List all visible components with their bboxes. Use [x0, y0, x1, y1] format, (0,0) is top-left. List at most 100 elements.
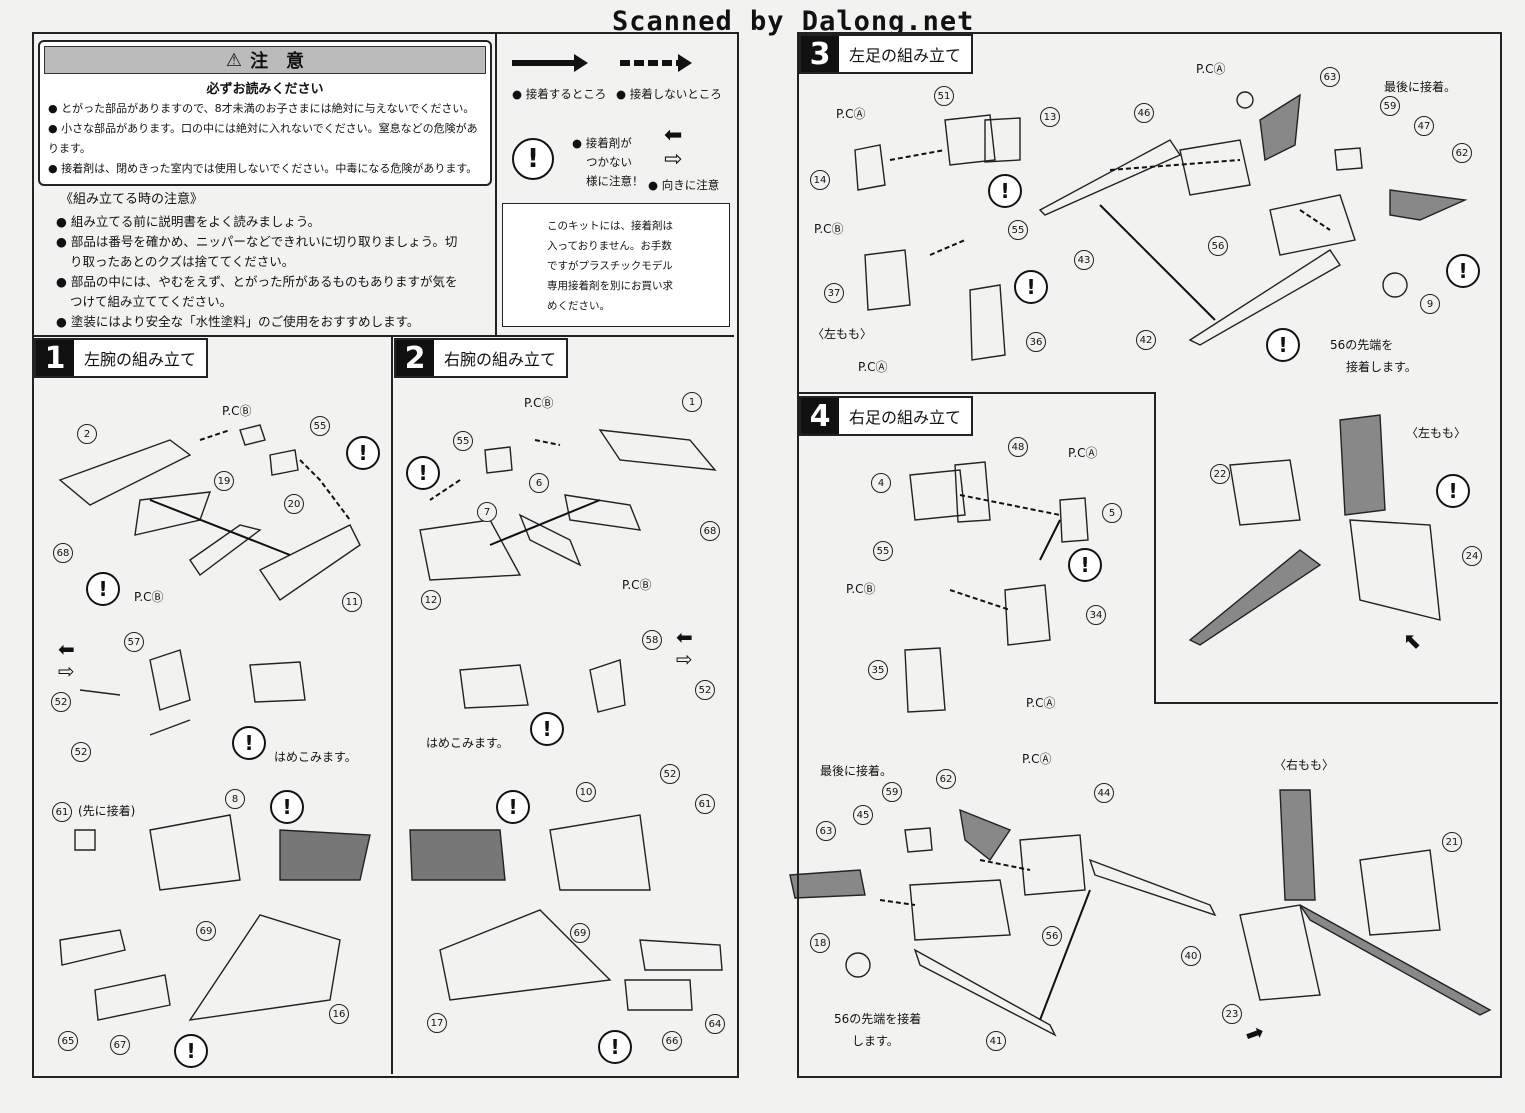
- part-number: 43: [1074, 250, 1094, 270]
- section-2-header: 2 右腕の組み立て: [394, 338, 569, 378]
- thigh-label: 〈右もも〉: [1274, 758, 1335, 772]
- part-number: 24: [1462, 546, 1482, 566]
- part-number: 20: [284, 494, 304, 514]
- part-number: 10: [576, 782, 596, 802]
- part-number: 4: [871, 473, 891, 493]
- section-1-header: 1 左腕の組み立て: [34, 338, 209, 378]
- thigh-label: 〈左もも〉: [812, 327, 873, 341]
- tip-glue-note: 接着します。: [1346, 360, 1417, 374]
- divider: [495, 34, 497, 336]
- section-number: 3: [801, 36, 839, 72]
- caution-box: ⚠ 注 意 必ずお読みください ● とがった部品がありますので、8才未満のお子さ…: [38, 40, 492, 186]
- part-number: 13: [1040, 107, 1060, 127]
- left-page-frame: [32, 32, 739, 1078]
- direction-arrows-icon: ⬅⇨: [664, 123, 683, 172]
- part-number: 62: [1452, 143, 1472, 163]
- part-number: 42: [1136, 330, 1156, 350]
- direction-arrows-icon: ⬅⇨: [676, 625, 693, 671]
- pc-label: P.CⒶ: [1022, 752, 1052, 766]
- caution-title-text: 注 意: [250, 51, 305, 72]
- pc-label: P.CⒷ: [524, 396, 554, 410]
- part-number: 6: [529, 473, 549, 493]
- part-number: 41: [986, 1031, 1006, 1051]
- legend-careful-glue: ● 接着剤が つかない 様に注意！: [572, 136, 644, 188]
- note-item: つけて組み立ててください。: [70, 294, 233, 309]
- part-number: 69: [570, 923, 590, 943]
- glue-caution-icon: !: [232, 726, 266, 760]
- caution-item: ● 接着剤は、閉めきった室内では使用しないでください。中毒になる危険があります。: [48, 162, 478, 175]
- glue-caution-icon: !: [270, 790, 304, 824]
- part-number: 56: [1208, 236, 1228, 256]
- part-number: 12: [421, 590, 441, 610]
- part-number: 22: [1210, 464, 1230, 484]
- part-number: 68: [53, 543, 73, 563]
- part-number: 21: [1442, 832, 1462, 852]
- part-number: 7: [477, 502, 497, 522]
- part-number: 52: [695, 680, 715, 700]
- glue-caution-icon: !: [1266, 328, 1300, 362]
- section-number: 4: [801, 398, 839, 434]
- divider: [1154, 702, 1498, 704]
- divider: [799, 392, 1154, 394]
- part-number: 5: [1102, 503, 1122, 523]
- part-number: 37: [824, 283, 844, 303]
- part-number: 46: [1134, 103, 1154, 123]
- part-number: 65: [58, 1031, 78, 1051]
- part-number: 61: [52, 802, 72, 822]
- glue-caution-icon: !: [988, 174, 1022, 208]
- last-glue-note: 最後に接着。: [1384, 80, 1457, 94]
- part-number: 56: [1042, 926, 1062, 946]
- note-item: ● 組み立てる前に説明書をよく読みましょう。: [56, 214, 321, 229]
- part-number: 63: [816, 821, 836, 841]
- part-number: 52: [51, 692, 71, 712]
- note-item: ● 部品の中には、やむをえず、とがった所があるものもありますが気を: [56, 274, 458, 289]
- watermark: Scanned by Dalong.net: [612, 6, 975, 37]
- thigh-label: 〈左もも〉: [1406, 426, 1467, 440]
- part-number: 55: [310, 416, 330, 436]
- part-number: 68: [700, 521, 720, 541]
- note-item: り取ったあとのクズは捨ててください。: [70, 254, 295, 269]
- part-number: 55: [1008, 220, 1028, 240]
- divider: [34, 335, 734, 337]
- part-number: 62: [936, 769, 956, 789]
- glue-caution-icon: !: [406, 456, 440, 490]
- part-number: 19: [214, 471, 234, 491]
- section-3-header: 3 左足の組み立て: [799, 34, 974, 74]
- assembly-notes-heading: 《組み立てる時の注意》: [60, 192, 204, 207]
- tip-glue-note: 56の先端を: [1330, 338, 1394, 352]
- right-page-frame: [797, 32, 1502, 1078]
- legend-noglue: ● 接着しないところ: [616, 87, 722, 101]
- assembly-notes: ● 組み立てる前に説明書をよく読みましょう。 ● 部品は番号を確かめ、ニッパーな…: [56, 212, 458, 332]
- part-number: 1: [682, 392, 702, 412]
- part-number: 63: [1320, 67, 1340, 87]
- glue-caution-icon: !: [346, 436, 380, 470]
- pc-label: P.CⒷ: [134, 590, 164, 604]
- part-number: 61: [695, 794, 715, 814]
- solid-arrowhead-icon: [574, 54, 588, 72]
- part-number: 8: [225, 789, 245, 809]
- glue-caution-icon: !: [512, 138, 554, 180]
- pc-label: P.CⒷ: [222, 404, 252, 418]
- part-number: 14: [810, 170, 830, 190]
- part-number: 34: [1086, 605, 1106, 625]
- part-number: 59: [882, 782, 902, 802]
- part-number: 45: [853, 805, 873, 825]
- caution-item: ● 小さな部品があります。口の中には絶対に入れないでください。窒息などの危険があ…: [48, 122, 478, 155]
- part-number: 40: [1181, 946, 1201, 966]
- pc-label: P.CⒶ: [1196, 62, 1226, 76]
- pc-label: P.CⒷ: [622, 578, 652, 592]
- part-number: 18: [810, 933, 830, 953]
- part-number: 17: [427, 1013, 447, 1033]
- part-number: 11: [342, 592, 362, 612]
- tip-glue-note: します。: [852, 1034, 899, 1048]
- part-number: 57: [124, 632, 144, 652]
- glue-caution-icon: !: [86, 572, 120, 606]
- part-number: 35: [868, 660, 888, 680]
- section-title: 右足の組み立て: [849, 408, 962, 427]
- pc-label: P.CⒶ: [858, 360, 888, 374]
- section-title: 右腕の組み立て: [444, 350, 557, 369]
- pc-label: P.CⒶ: [836, 107, 866, 121]
- first-glue-note: (先に接着): [78, 804, 136, 818]
- note-item: ● 塗装にはより安全な「水性塗料」のご使用をおすすめします。: [56, 314, 420, 329]
